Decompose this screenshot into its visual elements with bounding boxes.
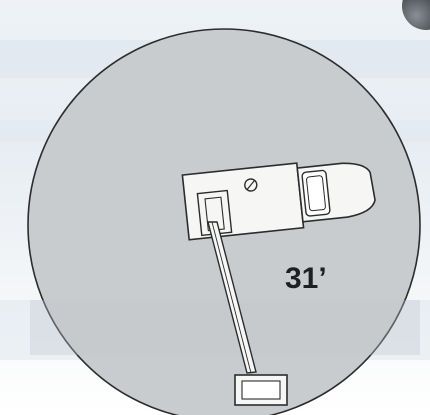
truck-windshield (301, 169, 331, 217)
boom-arm (207, 221, 257, 374)
truck-windshield-inner (306, 175, 326, 212)
boom-arm-line (211, 221, 252, 374)
boom-length-label: 31’ (285, 262, 327, 295)
boom-arm-body (207, 221, 257, 374)
bucket (234, 374, 288, 406)
bucket-inner (241, 380, 281, 400)
turret-mark (246, 180, 255, 190)
circle-band (30, 300, 420, 355)
truck (181, 162, 376, 241)
